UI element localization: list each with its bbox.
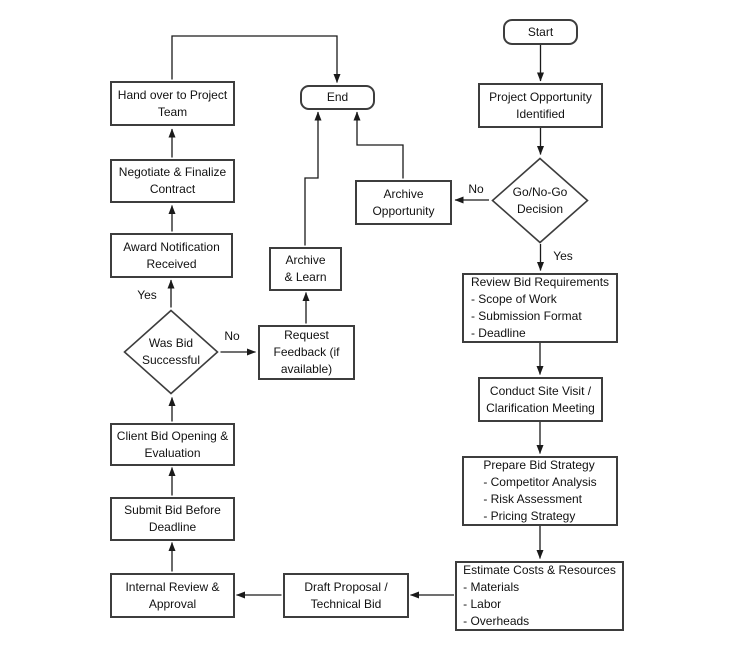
node-submit-bid: Submit Bid Before Deadline bbox=[110, 497, 235, 541]
node-request-feedback: Request Feedback (if available) bbox=[258, 325, 355, 380]
edge-archive-learn-to-end bbox=[304, 111, 322, 246]
decision-diamond-shape bbox=[491, 157, 589, 244]
archive-learn-line-2: & Learn bbox=[284, 270, 327, 284]
node-was-bid-successful: Was Bid Successful bbox=[123, 309, 219, 395]
node-estimate-costs: Estimate Costs & Resources - Materials -… bbox=[455, 561, 624, 631]
node-start: Start bbox=[503, 19, 578, 45]
node-client-bid-opening: Client Bid Opening & Evaluation bbox=[110, 423, 235, 466]
review-bid-line-format: - Submission Format bbox=[470, 309, 582, 323]
node-conduct-site-visit-label: Conduct Site Visit / Clarification Meeti… bbox=[486, 383, 595, 415]
node-project-opportunity: Project Opportunity Identified bbox=[478, 83, 603, 128]
node-negotiate-contract: Negotiate & Finalize Contract bbox=[110, 159, 235, 203]
estimate-costs-line-overheads: - Overheads bbox=[463, 614, 530, 628]
node-conduct-site-visit: Conduct Site Visit / Clarification Meeti… bbox=[478, 377, 603, 422]
node-start-label: Start bbox=[527, 24, 554, 39]
was-bid-diamond-shape bbox=[123, 309, 219, 395]
edge-archive-opportunity-to-end bbox=[353, 111, 404, 179]
node-hand-over: Hand over to Project Team bbox=[110, 81, 235, 126]
node-end-label: End bbox=[326, 90, 349, 104]
node-internal-review: Internal Review & Approval bbox=[110, 573, 235, 618]
node-project-opportunity-label: Project Opportunity Identified bbox=[489, 89, 592, 121]
node-was-bid-successful-label: Was Bid Successful bbox=[141, 336, 201, 367]
node-submit-bid-label: Submit Bid Before Deadline bbox=[124, 503, 221, 534]
node-go-no-go-decision: Go/No-Go Decision bbox=[491, 157, 589, 244]
node-hand-over-label: Hand over to Project Team bbox=[117, 87, 228, 119]
prepare-strategy-line-risk: - Risk Assessment bbox=[483, 492, 583, 506]
node-end: End bbox=[300, 85, 375, 110]
estimate-costs-line-title: Estimate Costs & Resources bbox=[463, 563, 616, 577]
edge-label-was-bid-no: No bbox=[224, 329, 240, 343]
review-bid-line-deadline: - Deadline bbox=[470, 326, 526, 340]
estimate-costs-line-labor: - Labor bbox=[463, 597, 502, 611]
review-bid-line-scope: - Scope of Work bbox=[470, 292, 557, 306]
edge-label-go-no-go-yes: Yes bbox=[553, 249, 573, 263]
prepare-strategy-line-title: Prepare Bid Strategy bbox=[483, 458, 595, 472]
prepare-strategy-line-competitor: - Competitor Analysis bbox=[483, 475, 597, 489]
node-review-bid-requirements: Review Bid Requirements - Scope of Work … bbox=[462, 273, 618, 343]
node-negotiate-contract-label: Negotiate & Finalize Contract bbox=[118, 165, 227, 196]
node-estimate-costs-text: Estimate Costs & Resources - Materials -… bbox=[463, 562, 616, 630]
node-archive-opportunity-label: Archive Opportunity bbox=[372, 186, 435, 218]
edge-hand-over-to-end bbox=[171, 35, 341, 83]
node-archive-learn: Archive & Learn bbox=[269, 247, 342, 291]
node-review-bid-requirements-text: Review Bid Requirements - Scope of Work … bbox=[471, 274, 609, 342]
edge-label-go-no-go-no: No bbox=[468, 182, 484, 196]
node-client-bid-opening-label: Client Bid Opening & Evaluation bbox=[116, 428, 229, 460]
prepare-strategy-line-pricing: - Pricing Strategy bbox=[483, 509, 576, 523]
node-archive-opportunity: Archive Opportunity bbox=[355, 180, 452, 225]
node-draft-proposal-label: Draft Proposal / Technical Bid bbox=[304, 579, 388, 611]
node-prepare-bid-strategy: Prepare Bid Strategy - Competitor Analys… bbox=[462, 456, 618, 526]
node-internal-review-label: Internal Review & Approval bbox=[125, 579, 220, 611]
estimate-costs-line-materials: - Materials bbox=[463, 580, 520, 594]
node-archive-learn-label: Archive & Learn bbox=[284, 252, 326, 286]
review-bid-line-title: Review Bid Requirements bbox=[470, 275, 610, 289]
node-draft-proposal: Draft Proposal / Technical Bid bbox=[283, 573, 409, 618]
node-go-no-go-decision-label: Go/No-Go Decision bbox=[512, 184, 568, 216]
node-award-notification: Award Notification Received bbox=[110, 233, 233, 278]
edge-label-was-bid-yes: Yes bbox=[137, 288, 157, 302]
node-request-feedback-label: Request Feedback (if available) bbox=[273, 328, 340, 376]
node-prepare-bid-strategy-text: Prepare Bid Strategy - Competitor Analys… bbox=[483, 457, 596, 525]
archive-learn-line-1: Archive bbox=[285, 253, 326, 267]
node-award-notification-label: Award Notification Received bbox=[123, 239, 220, 271]
